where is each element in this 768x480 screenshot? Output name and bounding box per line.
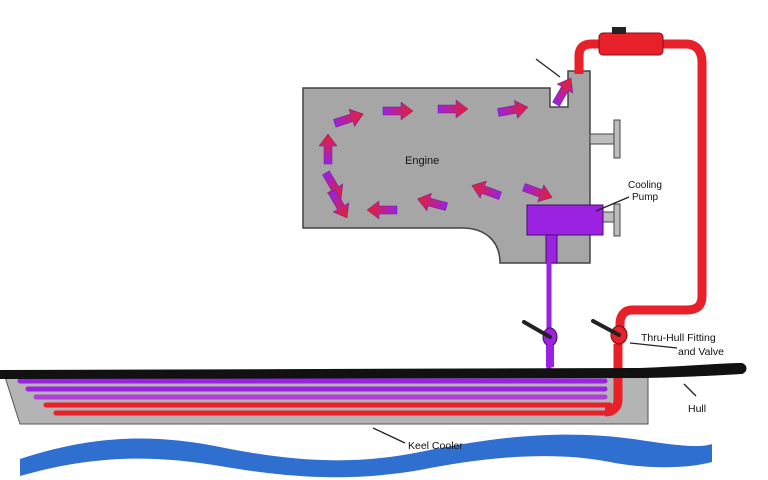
flow-arrow <box>318 133 338 165</box>
hot-coolant-pipe <box>574 39 707 340</box>
flow-arrow <box>417 192 448 212</box>
pointer-thru-hull <box>629 342 678 349</box>
keel-cooler-box <box>4 376 649 425</box>
expansion-tank-icon <box>598 27 664 56</box>
cooling-pump-label-line1: Cooling <box>628 180 662 191</box>
thru-hull-label-line2: and Valve <box>678 346 724 358</box>
cooling-pump <box>526 204 604 264</box>
flow-arrow <box>382 101 414 121</box>
flow-arrow <box>366 200 398 220</box>
keel-cooler-label: Keel Cooler <box>408 440 463 452</box>
flow-arrow <box>328 189 350 219</box>
thru-hull-label-line1: Thru-Hull Fitting <box>641 332 716 344</box>
hull-label: Hull <box>688 403 706 415</box>
pointer-hull <box>683 383 697 397</box>
pointer-engine-outlet <box>535 58 561 78</box>
flow-arrow <box>522 183 553 203</box>
engine-label: Engine <box>405 155 439 167</box>
water-wave <box>20 434 712 478</box>
flow-arrows <box>318 77 574 220</box>
valve-icon-thru-hull <box>591 319 628 345</box>
hull <box>0 363 747 379</box>
flow-arrow <box>333 108 364 128</box>
flow-arrow <box>437 99 469 119</box>
flow-arrow <box>471 180 502 200</box>
engine-shaft-upper <box>589 119 621 159</box>
valve-icon <box>522 320 558 367</box>
hot-coolant-pipe-lower <box>604 344 623 417</box>
flow-arrow <box>552 77 574 107</box>
engine-shaft-lower <box>599 203 621 237</box>
cooling-pump-label-line2: Pump <box>632 192 659 203</box>
pointer-cooling-pump <box>595 196 630 212</box>
pointer-keel-cooler <box>372 427 406 444</box>
flow-arrow <box>497 99 529 119</box>
keel-cooler-tubes <box>17 378 615 416</box>
